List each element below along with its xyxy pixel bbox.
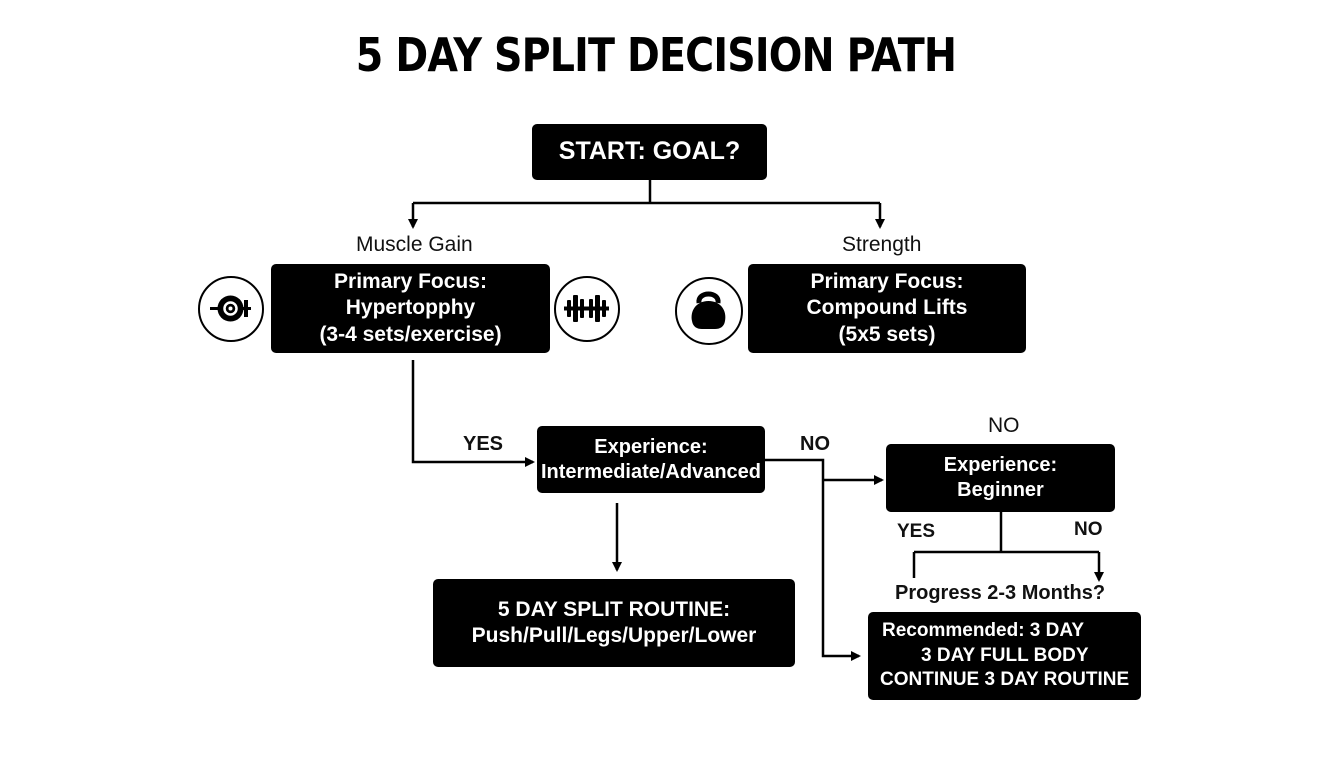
progress-question: Progress 2-3 Months? <box>895 582 1106 604</box>
diagram-title: 5 DAY SPLIT DECISION PATH <box>355 28 957 82</box>
yes-label-beginner: YES <box>897 521 936 542</box>
kettlebell-icon <box>675 277 743 345</box>
weight-plate-icon <box>198 276 264 342</box>
recommended-node: Recommended: 3 DAY 3 DAY FULL BODY CONTI… <box>868 612 1141 700</box>
split-routine-node: 5 DAY SPLIT ROUTINE: Push/Pull/Legs/Uppe… <box>433 579 795 667</box>
yes-label-experience: YES <box>463 433 504 455</box>
no-label-beginner: NO <box>1074 519 1103 540</box>
experience-advanced-node: Experience: Intermediate/Advanced <box>537 426 765 493</box>
strength-label: Strength <box>842 233 922 256</box>
no-line <box>765 458 861 661</box>
muscle-gain-label: Muscle Gain <box>356 233 473 256</box>
no-label-beginner-top: NO <box>988 414 1020 437</box>
no-label-experience: NO <box>800 433 830 455</box>
dumbbell-icon <box>554 276 620 342</box>
hypertrophy-focus-node: Primary Focus: Hypertopphy (3-4 sets/exe… <box>271 264 550 353</box>
arrow-yes-to-experience <box>411 360 535 467</box>
compound-lifts-node: Primary Focus: Compound Lifts (5x5 sets) <box>748 264 1026 353</box>
start-goal-node: START: GOAL? <box>532 124 767 180</box>
experience-beginner-node: Experience: Beginner <box>886 444 1115 512</box>
